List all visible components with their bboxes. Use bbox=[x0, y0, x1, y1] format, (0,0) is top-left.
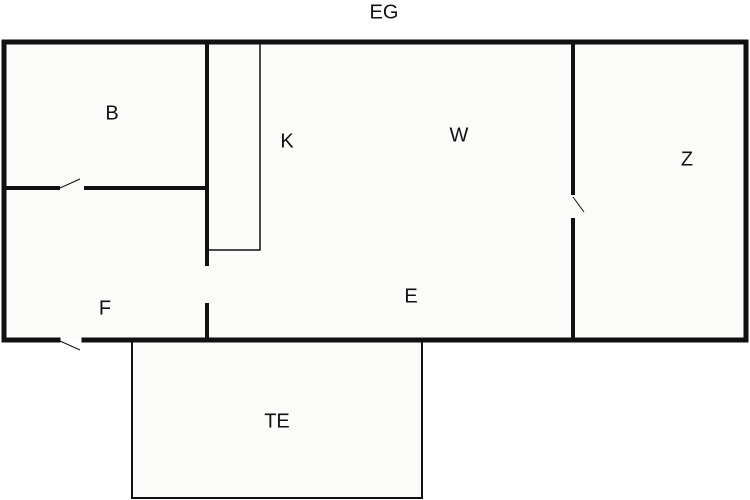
room-label-z: Z bbox=[681, 148, 693, 170]
terrace-floor bbox=[132, 341, 422, 498]
room-label-k: K bbox=[280, 130, 294, 152]
door-swings bbox=[59, 178, 585, 351]
kitchen-counter bbox=[207, 42, 261, 251]
room-label-w: W bbox=[450, 124, 469, 146]
room-label-e: E bbox=[404, 285, 417, 307]
room-label-te: TE bbox=[264, 410, 290, 432]
house-floor bbox=[5, 43, 746, 339]
room-label-b: B bbox=[105, 102, 118, 124]
room-label-f: F bbox=[99, 297, 111, 319]
interior-walls bbox=[4, 42, 575, 340]
outer-walls bbox=[1, 39, 749, 343]
floor-label: EG bbox=[370, 1, 399, 23]
